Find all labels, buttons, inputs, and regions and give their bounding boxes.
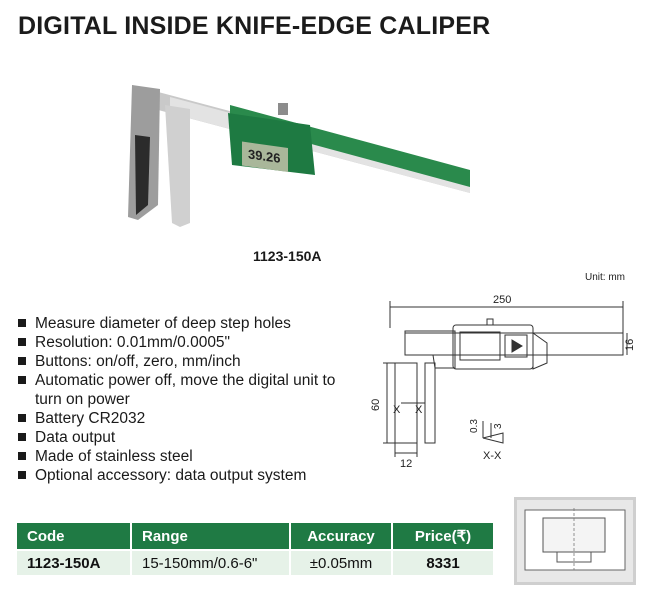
- col-header-range: Range: [131, 523, 291, 550]
- bullet-icon: [18, 471, 26, 479]
- display-reading: 39.26: [248, 146, 280, 165]
- dim-length: 250: [493, 294, 511, 306]
- col-header-accuracy: Accuracy: [290, 523, 393, 550]
- cell-code: 1123-150A: [17, 549, 132, 575]
- bullet-icon: [18, 338, 26, 346]
- dim-tip2: 3: [493, 423, 504, 429]
- list-item: Measure diameter of deep step holes: [16, 314, 356, 333]
- bullet-icon: [18, 452, 26, 460]
- dim-tip1: 0.3: [469, 419, 480, 433]
- thumbnail-drawing: [524, 508, 626, 571]
- technical-drawing: 250 16 60 12 0.3 3 X-X X X: [370, 294, 636, 470]
- application-thumbnail: [514, 497, 636, 585]
- list-item: Battery CR2032: [16, 409, 356, 428]
- cell-price: 8331: [392, 549, 495, 575]
- dim-height: 16: [624, 339, 636, 351]
- list-item: Buttons: on/off, zero, mm/inch: [16, 352, 356, 371]
- bullet-icon: [18, 433, 26, 441]
- unit-note: Unit: mm: [585, 272, 625, 283]
- bullet-icon: [18, 319, 26, 327]
- list-item: Automatic power off, move the digital un…: [16, 371, 356, 409]
- list-item: Optional accessory: data output system: [16, 466, 356, 485]
- table-row: 1123-150A 15-150mm/0.6-6" ±0.05mm 8331: [17, 549, 495, 575]
- col-header-price: Price(₹): [392, 523, 495, 550]
- col-header-code: Code: [17, 523, 132, 550]
- dim-jaw-width: 12: [400, 458, 412, 470]
- list-item: Resolution: 0.01mm/0.0005": [16, 333, 356, 352]
- bullet-icon: [18, 414, 26, 422]
- cell-range: 15-150mm/0.6-6": [131, 549, 291, 575]
- caliper-photo: 39.26: [128, 85, 470, 227]
- marker-x-left: X: [393, 404, 401, 416]
- page-title: DIGITAL INSIDE KNIFE-EDGE CALIPER: [18, 12, 491, 40]
- list-item: Data output: [16, 428, 356, 447]
- cell-accuracy: ±0.05mm: [290, 549, 393, 575]
- table-header-row: Code Range Accuracy Price(₹): [17, 523, 495, 550]
- feature-list: Measure diameter of deep step holes Reso…: [16, 314, 356, 485]
- marker-x-right: X: [415, 404, 423, 416]
- section-label: X-X: [483, 450, 502, 462]
- list-item: Made of stainless steel: [16, 447, 356, 466]
- spec-table: Code Range Accuracy Price(₹) 1123-150A 1…: [17, 523, 495, 575]
- model-number: 1123-150A: [253, 248, 322, 264]
- bullet-icon: [18, 357, 26, 365]
- dim-jaw: 60: [370, 399, 382, 411]
- bullet-icon: [18, 376, 26, 384]
